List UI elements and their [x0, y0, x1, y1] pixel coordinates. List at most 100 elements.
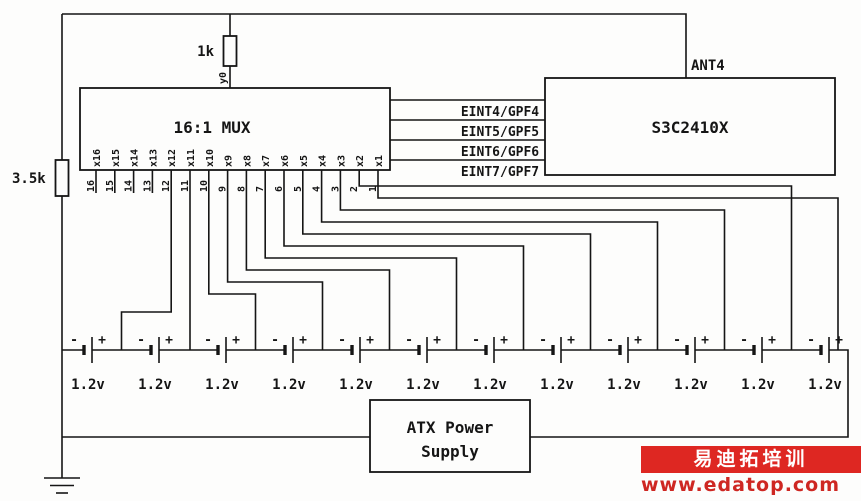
battery-minus-sign: -: [673, 333, 681, 348]
battery-minus-sign: -: [539, 333, 547, 348]
atx-title-line1: ATX Power: [407, 418, 494, 437]
mux-pin-8-wire: [245, 170, 391, 350]
battery-voltage-label: 1.2v: [674, 377, 708, 393]
battery-voltage-label: 1.2v: [540, 377, 574, 393]
battery-minus-sign: -: [405, 333, 413, 348]
atx-title-line2: Supply: [421, 442, 479, 461]
mux-input-label: x3: [336, 155, 347, 167]
wire-battery-positive-to-atx: [530, 349, 849, 438]
mux-pin-number: 2: [349, 186, 360, 192]
mux-title: 16:1 MUX: [173, 118, 250, 137]
battery-minus-sign: -: [204, 333, 212, 348]
mux-pin-7-wire: [264, 170, 458, 350]
mux-input-label: x7: [261, 155, 272, 167]
mux-pin-number: 6: [274, 186, 285, 192]
battery-plus-sign: +: [768, 333, 776, 348]
atx-box: [369, 399, 531, 473]
battery-plus-sign: +: [433, 333, 441, 348]
mux-box: [79, 87, 391, 171]
mux-pin-number: 5: [293, 186, 304, 192]
battery-minus-sign: -: [807, 333, 815, 348]
mux-input-label: x5: [299, 155, 310, 167]
watermark-url: www.edatop.com: [641, 474, 841, 496]
battery-voltage-label: 1.2v: [406, 377, 440, 393]
ground-symbol: [44, 477, 80, 494]
mux-pin-number: 13: [142, 180, 153, 192]
battery-minus-sign: -: [740, 333, 748, 348]
mux-input-label: x6: [280, 155, 291, 167]
soc-box: [544, 77, 836, 176]
mux-pin-1-wire: [377, 170, 839, 350]
mux-pin-2-wire: [358, 170, 793, 350]
battery-plus-sign: +: [165, 333, 173, 348]
mux-input-label: x10: [205, 149, 216, 167]
battery-plus-sign: +: [500, 333, 508, 348]
battery-voltage-label: 1.2v: [339, 377, 373, 393]
mux-pin-number: 16: [86, 180, 97, 192]
watermark-brand: 易迪拓培训: [641, 446, 861, 473]
battery-minus-sign: -: [70, 333, 78, 348]
mux-input-label: x14: [130, 149, 141, 167]
mux-input-label: x4: [318, 155, 329, 167]
battery-voltage-label: 1.2v: [607, 377, 641, 393]
resistor-1k-label: 1k: [197, 44, 214, 60]
battery-plus-sign: +: [567, 333, 575, 348]
battery-plus-sign: +: [299, 333, 307, 348]
mux-input-label: x1: [374, 155, 385, 167]
mux-pin-5-wire: [302, 170, 592, 350]
battery-minus-sign: -: [338, 333, 346, 348]
battery-voltage-label: 1.2v: [205, 377, 239, 393]
mux-input-label: x15: [111, 149, 122, 167]
battery-plus-sign: +: [634, 333, 642, 348]
mux-input-label: x8: [242, 155, 253, 167]
battery-voltage-label: 1.2v: [741, 377, 775, 393]
mux-pin-number: 11: [180, 180, 191, 192]
mux-pin-number: 3: [330, 186, 341, 192]
battery-minus-sign: -: [606, 333, 614, 348]
mux-input-label: x2: [355, 155, 366, 167]
mux-pin-number: 8: [236, 186, 247, 192]
select-line-label-eint6: EINT6/GPF6: [461, 145, 539, 160]
battery-plus-sign: +: [835, 333, 843, 348]
battery-plus-sign: +: [98, 333, 106, 348]
mux-pin-9-wire: [226, 170, 324, 350]
battery-minus-sign: -: [472, 333, 480, 348]
mux-pin-number: 10: [199, 180, 210, 192]
battery-voltage-label: 1.2v: [138, 377, 172, 393]
mux-pin-number: 7: [255, 186, 266, 192]
mux-input-label: x16: [92, 149, 103, 167]
soc-title: S3C2410X: [651, 118, 728, 137]
select-line-label-eint4: EINT4/GPF4: [461, 105, 539, 120]
mux-input-label: x11: [186, 149, 197, 167]
mux-pin-4-wire: [320, 170, 659, 350]
mux-input-label: x13: [148, 149, 159, 167]
mux-pin-number: 15: [105, 180, 116, 192]
battery-voltage-label: 1.2v: [71, 377, 105, 393]
battery-voltage-label: 1.2v: [272, 377, 306, 393]
battery-voltage-label: 1.2v: [473, 377, 507, 393]
mux-pin-3-wire: [339, 170, 726, 350]
net-ant4-label: ANT4: [691, 58, 725, 74]
mux-pin-12-wire: [120, 170, 172, 350]
battery-plus-sign: +: [232, 333, 240, 348]
battery-minus-sign: -: [271, 333, 279, 348]
resistor-3k5-body: [54, 159, 70, 197]
battery-voltage-label: 1.2v: [808, 377, 842, 393]
resistor-3k5-label: 3.5k: [12, 171, 46, 187]
wire-mux-output-to-soc-adc: [62, 13, 687, 78]
mux-input-label: x12: [167, 149, 178, 167]
mux-pin-number: 4: [312, 186, 323, 192]
resistor-1k-body: [222, 35, 238, 67]
mux-pin-number: 12: [161, 180, 172, 192]
select-line-label-eint5: EINT5/GPF5: [461, 125, 539, 140]
mux-pin-10-wire: [208, 170, 257, 350]
mux-input-label: x9: [224, 155, 235, 167]
battery-plus-sign: +: [366, 333, 374, 348]
mux-pin-6-wire: [283, 170, 525, 350]
select-line-label-eint7: EINT7/GPF7: [461, 165, 539, 180]
mux-pin-number: 1: [368, 186, 379, 192]
mux-pin-number: 14: [124, 180, 135, 192]
battery-plus-sign: +: [701, 333, 709, 348]
